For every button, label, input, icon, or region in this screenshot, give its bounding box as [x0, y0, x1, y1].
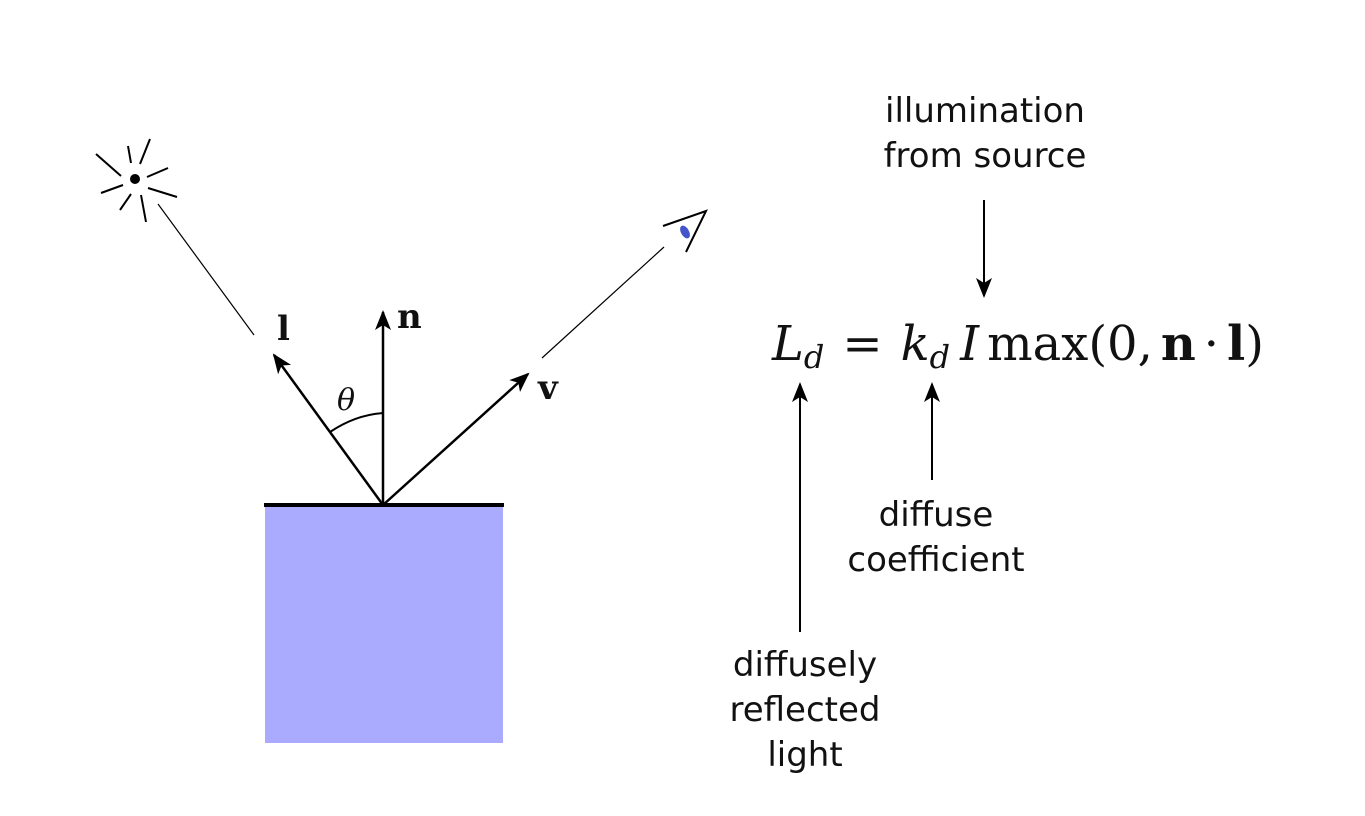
illumination-annotation: illumination from source: [855, 89, 1115, 179]
view-vector-label: v: [537, 368, 559, 408]
equation-intensity: I: [959, 316, 980, 372]
light-vector-arrow: [272, 353, 385, 506]
eye-icon: [662, 209, 708, 253]
normal-vector-label: n: [397, 297, 422, 337]
view-ray-line: [541, 246, 665, 359]
angle-arc: [329, 412, 384, 433]
view-vector-arrow: [382, 372, 530, 506]
light-source-icon: [95, 138, 178, 223]
diffuse-coef-line-1: diffuse: [878, 495, 994, 535]
equation-dot: ·: [1204, 316, 1219, 372]
light-vector-label: l: [277, 309, 290, 349]
equation-l: l: [1227, 316, 1245, 372]
illumination-line-2: from source: [883, 136, 1087, 176]
equation-lhs-sub: d: [804, 338, 824, 376]
equation-open: (0,: [1088, 316, 1153, 372]
equation-close: ): [1245, 316, 1264, 372]
equation-coef-sub: d: [930, 338, 950, 376]
reflected-line-1: diffusely: [732, 645, 878, 685]
reflected-line-3: light: [767, 735, 843, 775]
illumination-line-1: illumination: [885, 91, 1085, 131]
surface-block: [265, 505, 503, 743]
diffuse-coef-annotation: diffuse coefficient: [816, 493, 1056, 583]
light-ray-line: [157, 203, 255, 336]
equation-lhs: L: [771, 316, 804, 372]
equation-func: max: [987, 316, 1088, 372]
equation-equals: =: [842, 316, 882, 372]
reflected-light-annotation: diffusely reflected light: [700, 643, 910, 778]
equation-coef: k: [901, 316, 930, 372]
equation-n: n: [1161, 316, 1196, 372]
theta-label: θ: [337, 383, 355, 418]
diffuse-coef-line-2: coefficient: [847, 540, 1025, 580]
reflected-line-2: reflected: [729, 690, 881, 730]
